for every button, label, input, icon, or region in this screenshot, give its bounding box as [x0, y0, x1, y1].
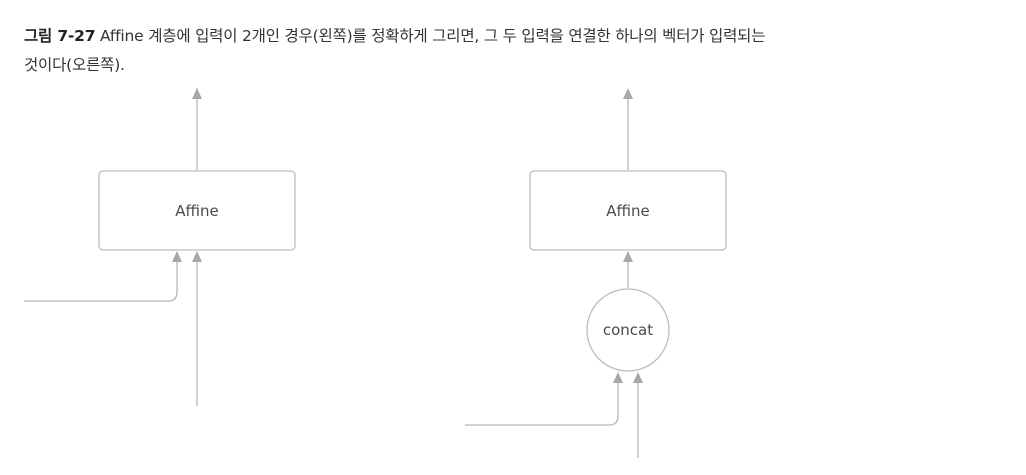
figure-caption: 그림 7-27 Affine 계층에 입력이 2개인 경우(왼쪽)를 정확하게 …	[24, 22, 1004, 80]
left-affine-label: Affine	[175, 202, 219, 220]
right-input-1-line	[465, 383, 619, 426]
right-output-arrowhead	[623, 88, 633, 99]
left-input-2-arrowhead	[192, 251, 202, 262]
right-input-1-arrowhead	[613, 372, 623, 383]
caption-line2: 것이다(오른쪽).	[24, 56, 125, 74]
left-diagram: Affine	[24, 88, 296, 406]
caption-line1: Affine 계층에 입력이 2개인 경우(왼쪽)를 정확하게 그리면, 그 두…	[100, 27, 766, 45]
left-output-arrowhead	[192, 88, 202, 99]
left-input-1-line	[24, 262, 178, 302]
left-affine-box	[98, 170, 296, 251]
right-affine-box	[529, 170, 727, 251]
left-input-1-arrowhead	[172, 251, 182, 262]
right-input-2-arrowhead	[633, 372, 643, 383]
right-affine-label: Affine	[606, 202, 650, 220]
right-diagram: Affine concat	[465, 88, 727, 458]
concat-to-affine-arrowhead	[623, 251, 633, 262]
figure-label: 그림 7-27	[24, 27, 96, 45]
concat-label: concat	[603, 321, 653, 339]
concat-node	[586, 288, 670, 372]
